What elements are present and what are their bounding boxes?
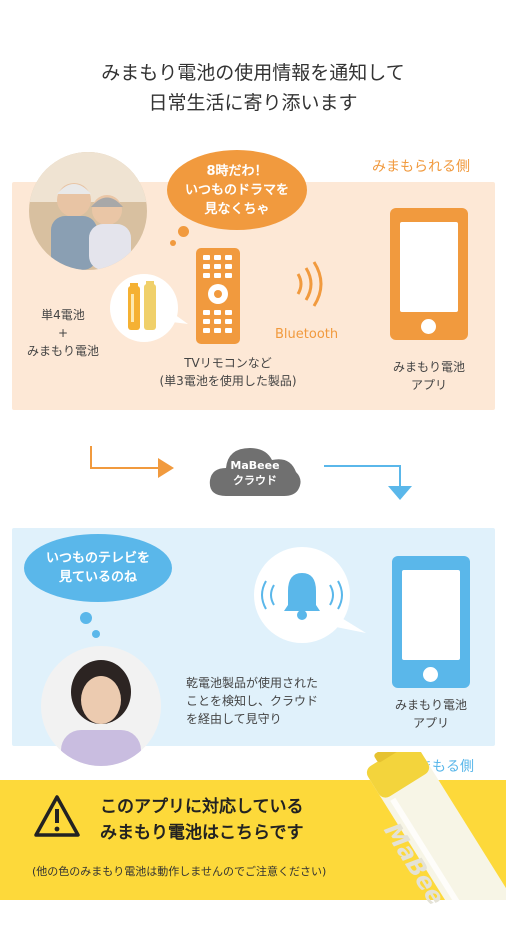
phone-screen <box>402 570 460 660</box>
notification-bubble <box>244 545 368 645</box>
app-caption-line-2: アプリ <box>412 716 449 730</box>
title-line-2: 日常生活に寄り添います <box>148 92 358 114</box>
battery-label-line-1: 単4電池 <box>41 308 85 322</box>
battery-icon <box>108 272 190 344</box>
app-caption-bottom: みまもり電池 アプリ <box>374 696 488 732</box>
speech-dot <box>92 630 100 638</box>
phone-screen <box>400 222 458 312</box>
title-line-1: みまもり電池の使用情報を通知して <box>101 62 405 84</box>
detection-description: 乾電池製品が使用された ことを検知し、クラウド を経由して見守り <box>186 674 366 728</box>
detect-line-3: を経由して見守り <box>186 712 282 726</box>
remote-caption: TVリモコンなど (単3電池を使用した製品) <box>148 354 308 390</box>
detect-line-2: ことを検知し、クラウド <box>186 694 319 708</box>
speech-line-3: 見なくちゃ <box>204 201 270 217</box>
battery-label-plus: + <box>57 326 69 340</box>
banner-headline: このアプリに対応している みまもり電池はこちらです <box>100 794 304 846</box>
detect-line-1: 乾電池製品が使用された <box>186 676 319 690</box>
app-caption-line-1: みまもり電池 <box>392 360 465 374</box>
signal-waves-icon <box>292 256 328 312</box>
battery-label: 単4電池 + みまもり電池 <box>22 306 104 360</box>
app-phone-icon-orange <box>390 208 468 340</box>
cloud-label-line-1: MaBeee <box>230 459 280 472</box>
banner-line-2: みまもり電池はこちらです <box>100 823 304 843</box>
battery-label-line-2: みまもり電池 <box>26 344 99 358</box>
speech-line-1: いつものテレビを <box>45 551 150 566</box>
cloud-icon <box>206 436 304 500</box>
speech-dot <box>178 226 189 237</box>
app-phone-icon-blue <box>392 556 470 688</box>
app-caption-top: みまもり電池 アプリ <box>372 358 486 394</box>
banner-note: (他の色のみまもり電池は動作しませんのでご注意ください) <box>32 865 327 878</box>
phone-home-button <box>423 667 438 682</box>
remote-caption-line-1: TVリモコンなど <box>184 356 272 370</box>
family-speech-bubble: いつものテレビを 見ているのね <box>24 534 172 602</box>
speech-dot <box>170 240 176 246</box>
cloud-label-line-2: クラウド <box>233 474 277 487</box>
elderly-couple-photo <box>29 152 147 270</box>
speech-line-2: 見ているのね <box>58 570 137 585</box>
phone-home-button <box>421 319 436 334</box>
watched-side-label: みまもられる側 <box>372 159 470 175</box>
orange-flow-arrow <box>88 444 178 488</box>
cloud-label: MaBeee クラウド <box>206 458 304 488</box>
speech-line-1: 8時だわ！ <box>206 163 268 179</box>
banner-line-1: このアプリに対応している <box>100 797 304 817</box>
tv-remote-icon <box>196 248 240 344</box>
app-caption-line-2: アプリ <box>410 378 447 392</box>
elderly-speech-bubble: 8時だわ！ いつものドラマを 見なくちゃ <box>167 150 307 230</box>
speech-line-2: いつものドラマを <box>184 182 289 198</box>
warning-icon <box>34 794 80 838</box>
app-caption-line-1: みまもり電池 <box>394 698 467 712</box>
remote-caption-line-2: (単3電池を使用した製品) <box>159 374 297 388</box>
bluetooth-label: Bluetooth <box>275 327 339 342</box>
family-member-photo <box>41 646 161 766</box>
page-title: みまもり電池の使用情報を通知して 日常生活に寄り添います <box>0 58 506 118</box>
blue-flow-arrow <box>322 460 418 504</box>
speech-dot <box>80 612 92 624</box>
mabeee-battery-image <box>360 752 506 900</box>
